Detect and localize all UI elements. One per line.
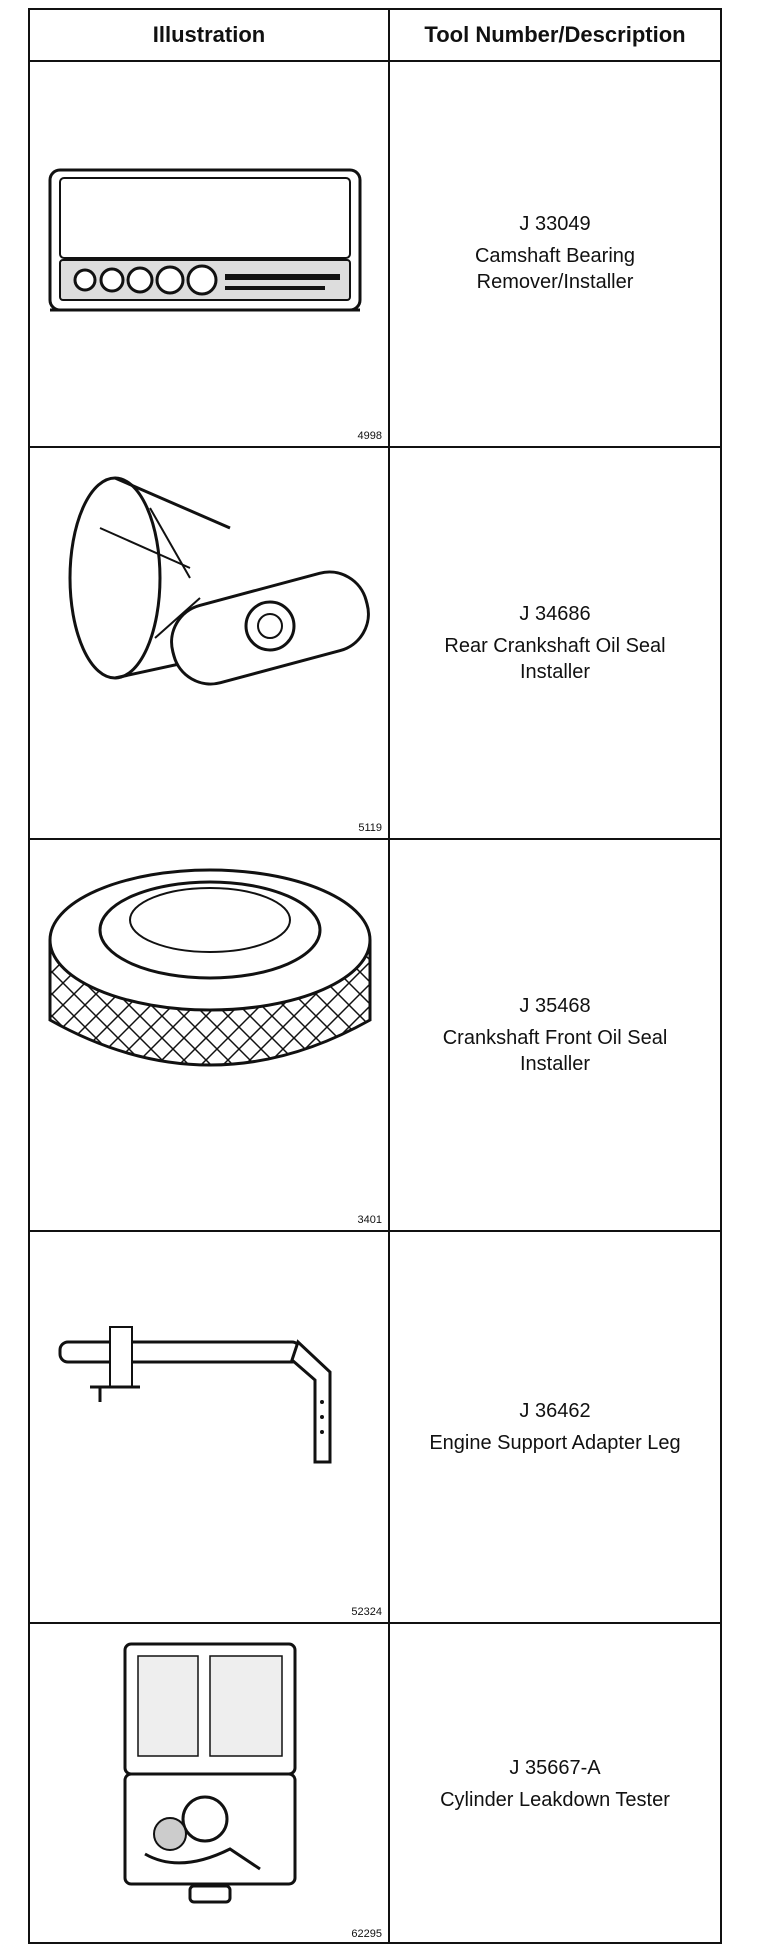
tool-description-cell: J 34686 Rear Crankshaft Oil Seal Install…: [390, 448, 720, 838]
figure-number: 4998: [357, 430, 382, 442]
header-illustration: Illustration: [30, 10, 390, 60]
crankshaft-front-seal-installer-drawing: [48, 868, 372, 1067]
tool-number: J 34686: [519, 603, 591, 625]
tool-description-line: Installer: [519, 661, 591, 683]
tool-number: J 35468: [519, 995, 591, 1017]
rear-crankshaft-seal-installer-drawing: [68, 476, 370, 686]
table-header: Illustration Tool Number/Description: [30, 10, 720, 62]
tool-number: J 33049: [519, 213, 591, 235]
illustration-cell: 3401: [30, 840, 390, 1230]
illustration-cell: 5119: [30, 448, 390, 838]
tool-description-line: Crankshaft Front Oil Seal: [442, 1027, 668, 1049]
tool-description-cell: J 33049 Camshaft Bearing Remover/Install…: [390, 60, 720, 446]
figure-number: 3401: [357, 1214, 382, 1226]
tools-table: Illustration Tool Number/Description 499…: [28, 8, 722, 1944]
header-tool-description: Tool Number/Description: [424, 22, 686, 47]
figure-number: 5119: [358, 822, 382, 834]
tool-description-cell: J 36462 Engine Support Adapter Leg: [390, 1232, 720, 1622]
tool-description-line: Remover/Installer: [476, 271, 634, 293]
engine-support-adapter-leg-drawing: [58, 1326, 332, 1464]
tool-description-line: Installer: [519, 1053, 591, 1075]
illustration-cell: 4998: [30, 60, 390, 446]
table-row: 52324 J 36462 Engine Support Adapter Leg: [30, 1232, 720, 1624]
camshaft-bearing-tool-drawing: [48, 168, 362, 312]
tool-description-line: Rear Crankshaft Oil Seal: [444, 635, 666, 657]
table-row: 3401 J 35468 Crankshaft Front Oil Seal I…: [30, 840, 720, 1232]
tool-number: J 35667-A: [509, 1757, 601, 1779]
illustration-cell: 62295: [30, 1624, 390, 1944]
tool-description-line: Cylinder Leakdown Tester: [440, 1789, 670, 1811]
illustration-cell: 52324: [30, 1232, 390, 1622]
tool-description-line: Engine Support Adapter Leg: [429, 1432, 681, 1454]
cylinder-leakdown-tester-drawing: [123, 1642, 297, 1904]
table-row: 4998 J 33049 Camshaft Bearing Remover/In…: [30, 60, 720, 448]
figure-number: 52324: [351, 1606, 382, 1618]
table-row: 5119 J 34686 Rear Crankshaft Oil Seal In…: [30, 448, 720, 840]
tool-number: J 36462: [519, 1400, 591, 1422]
tool-description-cell: J 35468 Crankshaft Front Oil Seal Instal…: [390, 840, 720, 1230]
table-row: 62295 J 35667-A Cylinder Leakdown Tester: [30, 1624, 720, 1944]
figure-number: 62295: [351, 1928, 382, 1940]
tool-description-line: Camshaft Bearing: [474, 245, 636, 267]
tool-description-cell: J 35667-A Cylinder Leakdown Tester: [390, 1624, 720, 1944]
